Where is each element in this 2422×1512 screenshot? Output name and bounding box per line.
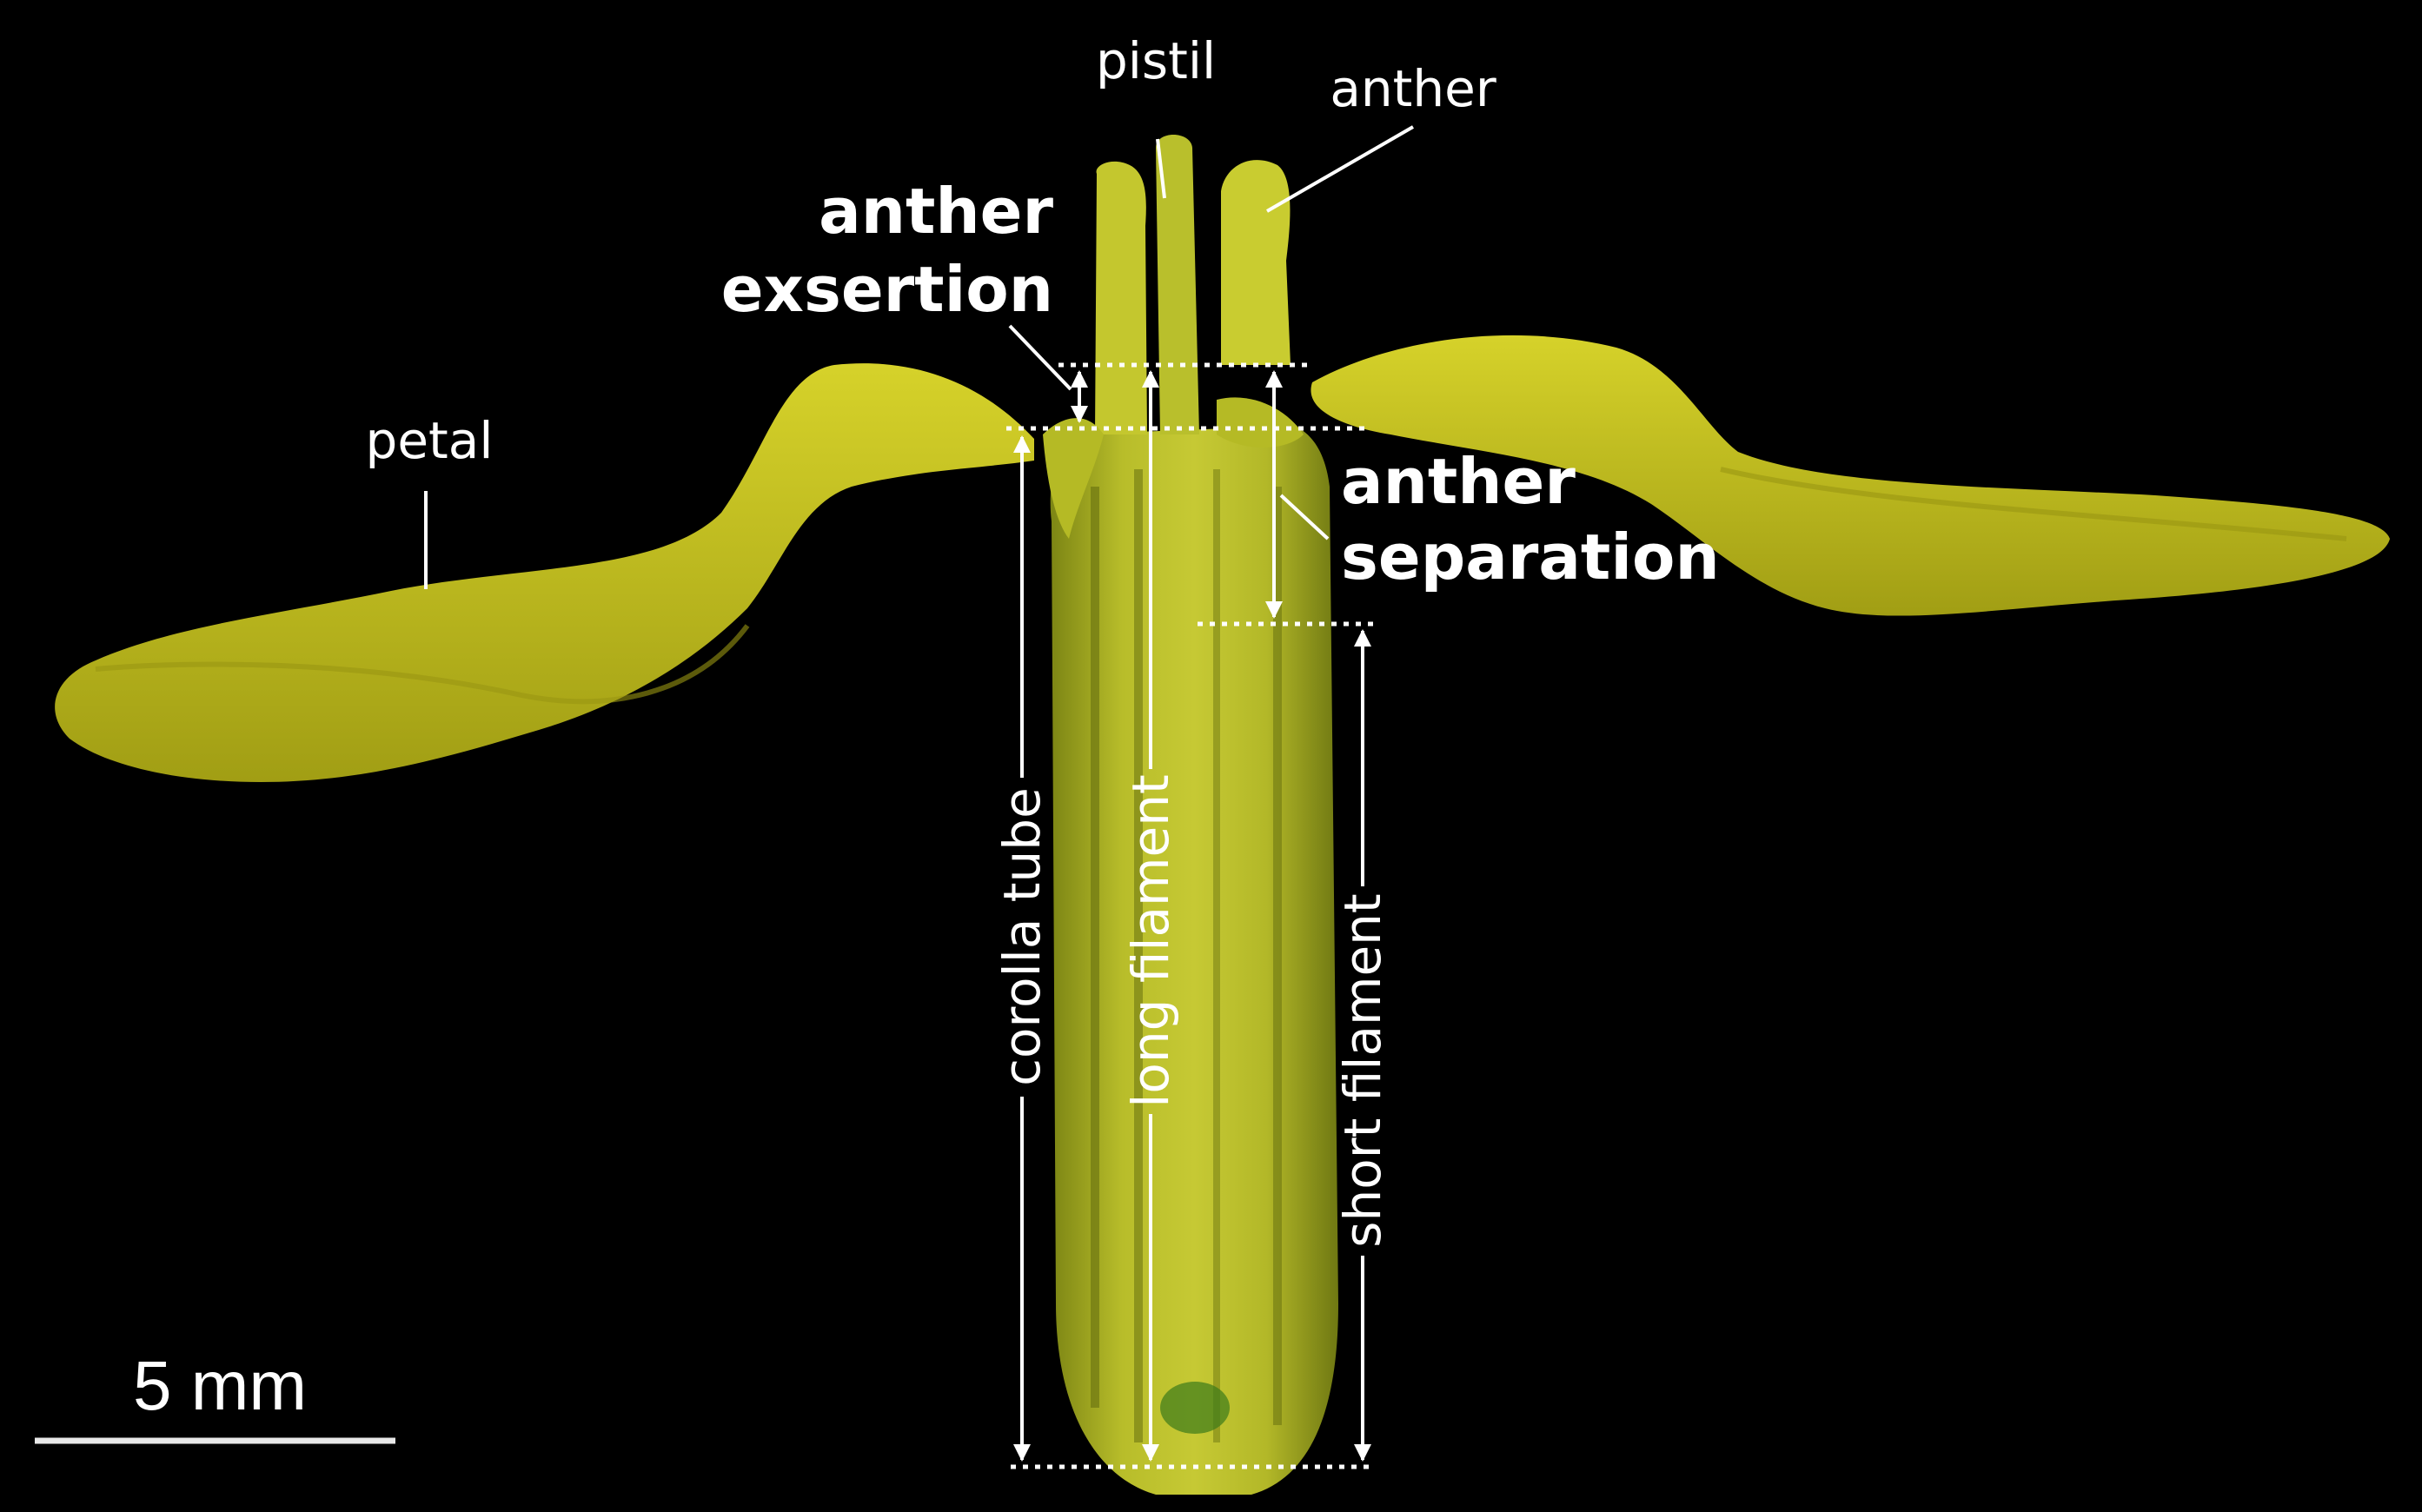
pistil-label: pistil bbox=[1096, 31, 1216, 90]
anther-leader bbox=[1265, 125, 1415, 213]
anther-exsertion-label-line2: exsertion bbox=[721, 253, 1053, 326]
anther-exsertion-leader bbox=[1008, 324, 1072, 391]
right-petal-vein bbox=[1720, 467, 2347, 541]
corolla-tube bbox=[1050, 426, 1338, 1495]
right-petal bbox=[1311, 335, 2390, 616]
right-anther-shape bbox=[1221, 160, 1291, 365]
short-filament-label: short filament bbox=[1333, 893, 1392, 1247]
inner-petal-base bbox=[1043, 418, 1104, 539]
tube-base bbox=[1160, 1382, 1230, 1434]
anther-label: anther bbox=[1330, 59, 1496, 118]
left-petal-vein bbox=[95, 624, 750, 705]
anther-exsertion-label-line1: anther bbox=[819, 175, 1053, 248]
left-petal bbox=[55, 363, 1034, 782]
anther-separation-label-line2: separation bbox=[1341, 521, 1720, 594]
petal-label: petal bbox=[366, 411, 494, 470]
long-filament-label: long filament bbox=[1121, 774, 1180, 1108]
pistil-shape bbox=[1156, 135, 1199, 434]
pistil-leader bbox=[1156, 138, 1166, 199]
scale-bar-label: 5 mm bbox=[133, 1347, 307, 1424]
anther-separation-label-line1: anther bbox=[1341, 445, 1576, 518]
corolla-tube-label: corolla tube bbox=[992, 787, 1052, 1086]
anther-separation-leader bbox=[1279, 494, 1330, 540]
left-anther bbox=[1095, 161, 1147, 435]
